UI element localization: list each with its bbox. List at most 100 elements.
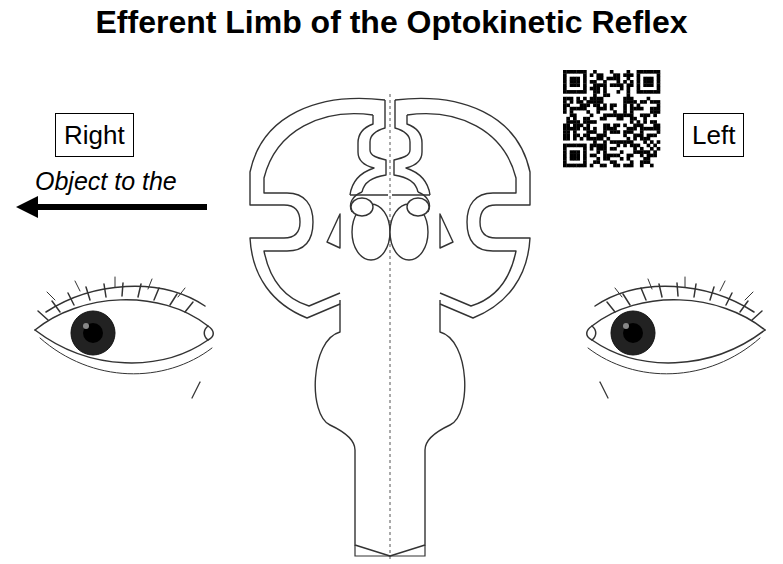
qr-module (647, 157, 651, 161)
qr-module (596, 97, 600, 101)
qr-module (653, 154, 657, 158)
qr-module (643, 140, 647, 144)
qr-module (640, 160, 644, 164)
qr-module (630, 117, 634, 121)
qr-module (623, 107, 627, 111)
brainstem-cut (355, 545, 425, 556)
qr-module (630, 164, 634, 168)
qr-module (590, 87, 594, 91)
qr-module (620, 83, 624, 87)
qr-module (596, 144, 600, 148)
qr-module (566, 117, 570, 121)
qr-module (566, 164, 570, 168)
qr-module (633, 100, 637, 104)
qr-module (573, 157, 577, 161)
qr-module (637, 77, 641, 81)
qr-module (637, 120, 641, 124)
qr-module (576, 97, 580, 101)
qr-module (633, 144, 637, 148)
qr-module (600, 73, 604, 77)
qr-module (657, 70, 661, 74)
qr-module (627, 83, 631, 87)
qr-module (633, 127, 637, 131)
qr-module (600, 107, 604, 111)
qr-module (627, 127, 631, 131)
qr-module (610, 103, 614, 107)
qr-module (657, 147, 661, 151)
qr-module (657, 103, 661, 107)
qr-module (627, 97, 631, 101)
qr-module (603, 154, 607, 158)
qr-module (620, 113, 624, 117)
qr-module (570, 113, 574, 117)
qr-module (570, 110, 574, 114)
qr-module (640, 124, 644, 128)
qr-module (580, 70, 584, 74)
qr-module (613, 103, 617, 107)
qr-module (653, 120, 657, 124)
qr-module (590, 113, 594, 117)
qr-module (596, 147, 600, 151)
qr-module (600, 100, 604, 104)
qr-module (583, 147, 587, 151)
qr-module (603, 124, 607, 128)
qr-module (570, 150, 574, 154)
qr-module (596, 77, 600, 81)
qr-module (637, 83, 641, 87)
qr-module (630, 80, 634, 84)
qr-module (583, 73, 587, 77)
thalamus (351, 198, 429, 260)
qr-module (593, 97, 597, 101)
qr-module (563, 144, 567, 148)
qr-module (583, 90, 587, 94)
qr-module (573, 120, 577, 124)
qr-module (583, 117, 587, 121)
qr-module (570, 97, 574, 101)
qr-module (653, 124, 657, 128)
left-highlight (623, 323, 629, 329)
qr-module (596, 157, 600, 161)
qr-module (576, 90, 580, 94)
qr-module (647, 144, 651, 148)
qr-module (630, 110, 634, 114)
qr-module (586, 117, 590, 121)
qr-module (640, 134, 644, 138)
qr-module (583, 160, 587, 164)
qr-module (563, 87, 567, 91)
qr-module (633, 117, 637, 121)
qr-module (653, 150, 657, 154)
qr-module (647, 80, 651, 84)
qr-module (603, 130, 607, 134)
diagram-title: Efferent Limb of the Optokinetic Reflex (0, 4, 783, 41)
qr-module (627, 113, 631, 117)
right-iris (71, 311, 115, 355)
qr-module (653, 107, 657, 111)
qr-module (657, 107, 661, 111)
qr-module (573, 113, 577, 117)
qr-module (613, 113, 617, 117)
qr-module (580, 124, 584, 128)
qr-module (603, 103, 607, 107)
qr-module (617, 154, 621, 158)
qr-module (627, 93, 631, 97)
qr-module (620, 117, 624, 121)
qr-module (623, 80, 627, 84)
qr-module (576, 107, 580, 111)
qr-module (623, 164, 627, 168)
qr-module (596, 100, 600, 104)
qr-module (617, 80, 621, 84)
qr-module (637, 107, 641, 111)
qr-module (627, 130, 631, 134)
qr-module (600, 97, 604, 101)
qr-module (610, 127, 614, 131)
qr-module (603, 87, 607, 91)
qr-module (610, 70, 614, 74)
qr-module (647, 97, 651, 101)
qr-module (570, 100, 574, 104)
qr-module (580, 137, 584, 141)
qr-module (593, 130, 597, 134)
qr-module (596, 107, 600, 111)
qr-module (570, 144, 574, 148)
qr-module (613, 164, 617, 168)
qr-module (623, 100, 627, 104)
